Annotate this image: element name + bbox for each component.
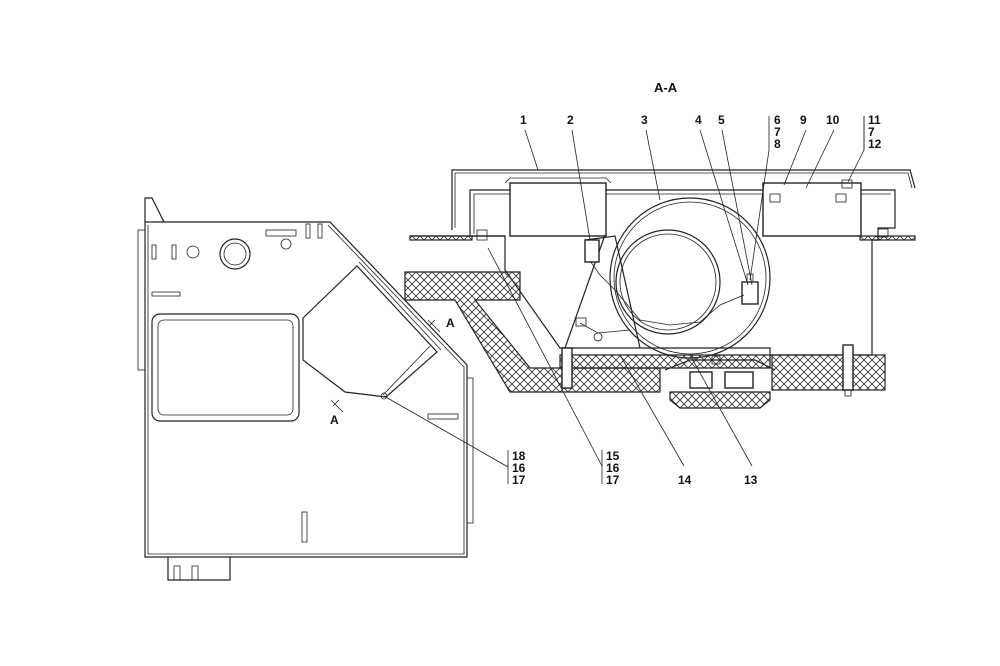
- callout-18: 18: [512, 449, 526, 463]
- callout-16a: 16: [512, 461, 526, 475]
- callout-17b: 17: [606, 473, 620, 487]
- callout-7b: 7: [868, 125, 875, 139]
- callout-7a: 7: [774, 125, 781, 139]
- callout-14: 14: [678, 473, 692, 487]
- callout-2: 2: [567, 113, 574, 127]
- callout-1: 1: [520, 113, 527, 127]
- callout-10: 10: [826, 113, 840, 127]
- callout-13: 13: [744, 473, 758, 487]
- callout-16b: 16: [606, 461, 620, 475]
- callout-9: 9: [800, 113, 807, 127]
- callout-17a: 17: [512, 473, 526, 487]
- callout-6: 6: [774, 113, 781, 127]
- section-mark-upper: A: [446, 316, 455, 330]
- callout-8: 8: [774, 137, 781, 151]
- callout-12: 12: [868, 137, 882, 151]
- callout-11: 11: [868, 113, 881, 127]
- housing-front-view: [137, 197, 509, 581]
- callout-5: 5: [718, 113, 725, 127]
- section-view: [404, 116, 916, 484]
- section-title: A-A: [654, 80, 678, 95]
- callout-3: 3: [641, 113, 648, 127]
- section-mark-lower: A: [330, 413, 339, 427]
- callout-4: 4: [695, 113, 702, 127]
- callout-15: 15: [606, 449, 620, 463]
